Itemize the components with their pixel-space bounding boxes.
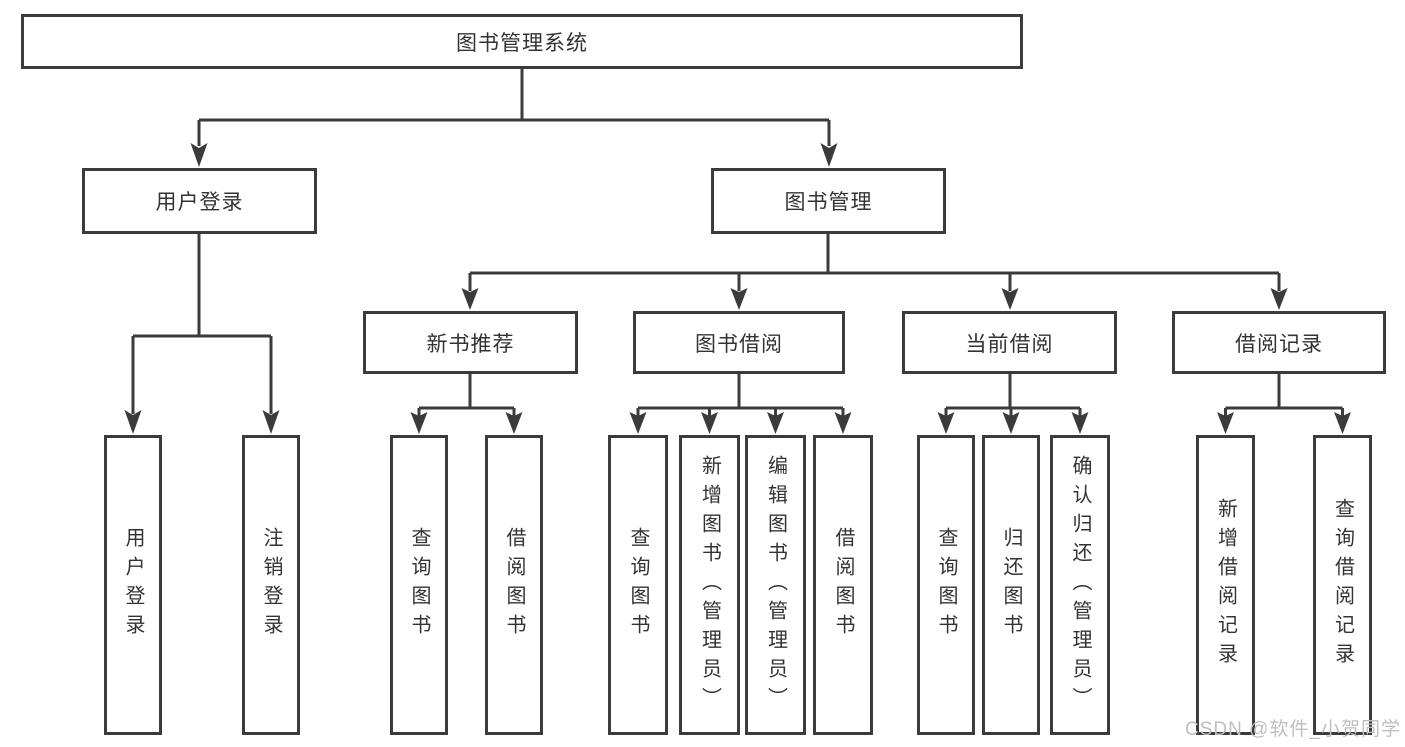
node-label: 归还图书 xyxy=(1000,527,1022,643)
leaf-add-book-admin: 新增图书（管理员） xyxy=(679,435,740,735)
leaf-query-books-current: 查询图书 xyxy=(917,435,975,735)
node-new-book-recommendation: 新书推荐 xyxy=(363,311,578,374)
csdn-watermark: CSDN @软件_小贺同学 xyxy=(1185,719,1401,740)
leaf-query-borrow-record: 查询借阅记录 xyxy=(1313,435,1372,735)
node-label: 查询图书 xyxy=(408,527,430,643)
node-label: 图书借阅 xyxy=(695,332,783,356)
node-label: 确认归还（管理员） xyxy=(1069,454,1091,716)
leaf-confirm-return-admin: 确认归还（管理员） xyxy=(1050,435,1110,735)
node-book-management: 图书管理 xyxy=(711,168,946,234)
node-label: 图书管理系统 xyxy=(456,31,588,55)
node-borrowing-records: 借阅记录 xyxy=(1172,311,1386,374)
leaf-borrow-books-recommend: 借阅图书 xyxy=(485,435,543,735)
leaf-edit-book-admin: 编辑图书（管理员） xyxy=(745,435,806,735)
node-label: 借阅图书 xyxy=(503,527,525,643)
node-label: 借阅图书 xyxy=(832,527,854,643)
node-label: 借阅记录 xyxy=(1235,332,1323,356)
node-label: 用户登录 xyxy=(122,527,144,643)
node-label: 当前借阅 xyxy=(965,332,1054,356)
node-label: 查询借阅记录 xyxy=(1331,498,1354,672)
leaf-query-books-borrow: 查询图书 xyxy=(608,435,668,735)
leaf-borrow-books-borrow: 借阅图书 xyxy=(813,435,873,735)
node-label: 新书推荐 xyxy=(426,332,515,356)
leaf-return-books: 归还图书 xyxy=(982,435,1040,735)
node-label: 用户登录 xyxy=(155,191,244,214)
node-book-borrowing: 图书借阅 xyxy=(633,311,845,374)
node-user-login: 用户登录 xyxy=(82,168,317,234)
leaf-user-login: 用户登录 xyxy=(104,435,162,735)
node-label: 图书管理 xyxy=(784,191,873,214)
node-label: 注销登录 xyxy=(260,527,282,643)
node-label: 编辑图书（管理员） xyxy=(764,454,787,716)
node-current-borrowing: 当前借阅 xyxy=(902,311,1117,374)
node-label: 新增图书（管理员） xyxy=(698,454,721,716)
node-root-library-management-system: 图书管理系统 xyxy=(21,14,1023,69)
node-label: 查询图书 xyxy=(627,527,649,643)
leaf-logout: 注销登录 xyxy=(242,435,300,735)
node-label: 新增借阅记录 xyxy=(1214,498,1237,672)
leaf-query-books-recommend: 查询图书 xyxy=(390,435,448,735)
leaf-add-borrow-record: 新增借阅记录 xyxy=(1196,435,1255,735)
node-label: 查询图书 xyxy=(935,527,957,643)
